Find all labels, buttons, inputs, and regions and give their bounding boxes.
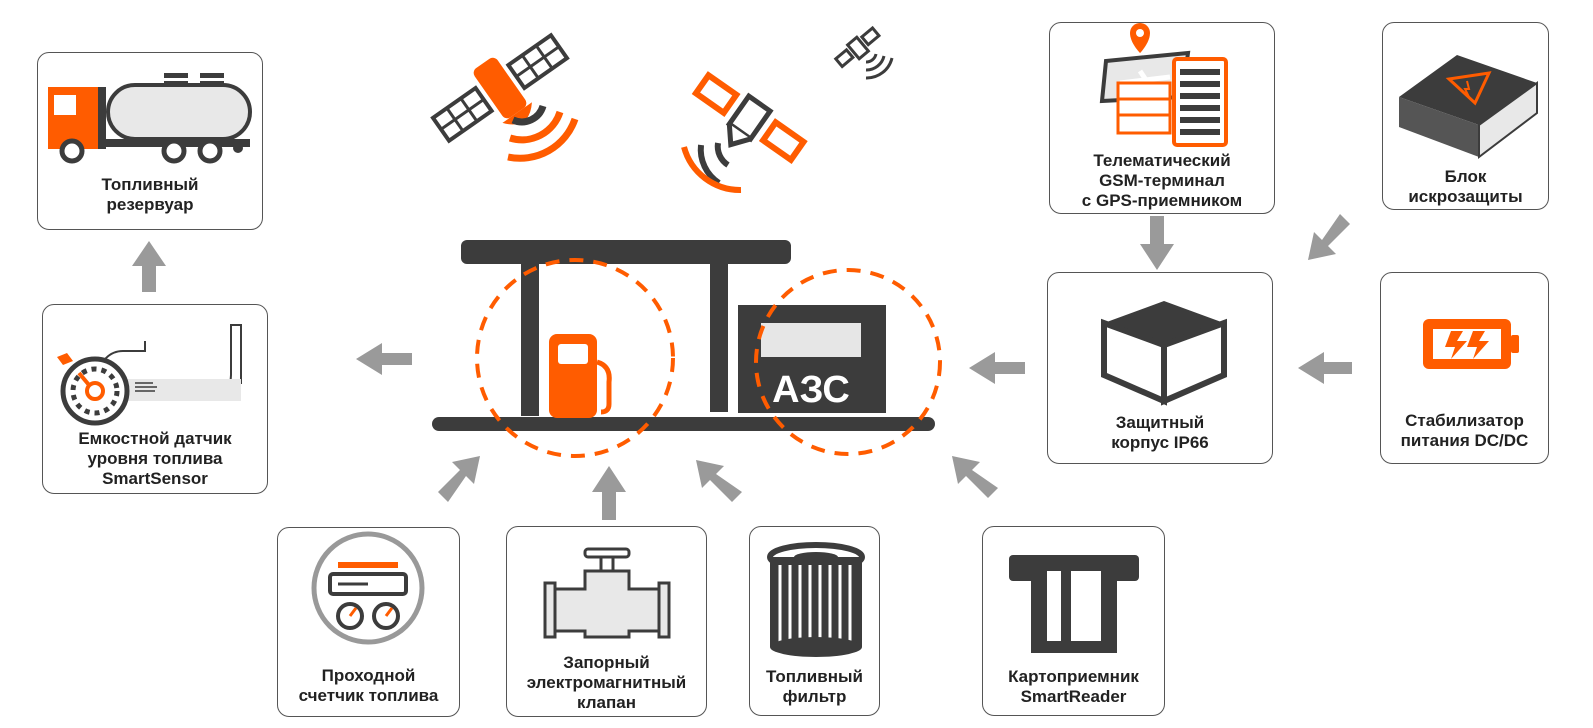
card-label-line: Емкостной датчик [78,429,232,448]
card-label-line: SmartSensor [102,469,208,488]
card-label-line: искрозащиты [1408,187,1523,206]
card-label-line: с GPS-приемником [1081,191,1243,210]
gas-station-icon: АЗС [432,240,942,458]
card-valve: Запорный электромагнитный клапан [506,526,707,717]
arrow-down-left-icon [1308,214,1350,260]
card-label-line: уровня топлива [87,449,223,468]
card-enclosure: Защитный корпус IP66 [1047,272,1273,464]
fuel-filter-icon [767,542,865,657]
card-reader-icon [1009,555,1139,653]
card-label-line: Защитный [1115,413,1205,432]
arrow-left-icon [969,352,1025,384]
flow-arrows [132,214,1352,520]
card-label-line: электромагнитный [526,673,687,692]
card-spark-barrier: Блок искрозащиты [1382,22,1549,210]
satellite-icon [833,25,894,80]
card-level-sensor: Емкостной датчик уровня топлива SmartSen… [42,304,268,494]
card-label-line: Проходной [321,666,416,685]
arrow-up-icon [592,466,626,520]
arrow-up-right-icon [438,456,480,502]
card-label-line: Блок [1444,167,1487,186]
card-flow-meter: Проходной счетчик топлива [277,527,460,717]
flow-meter-icon [311,531,425,645]
card-label-line: Топливный [101,175,199,194]
station-sign: АЗС [772,369,850,411]
satellite-icon [430,32,579,162]
arrow-up-icon [132,241,166,292]
card-label-line: фильтр [782,687,847,706]
card-label-line: Стабилизатор [1405,411,1524,430]
arrow-up-left-icon [696,460,742,502]
card-card-reader: Картоприемник SmartReader [982,526,1165,716]
enclosure-box-icon [1101,301,1227,406]
card-label-line: счетчик топлива [298,686,439,705]
level-sensor-icon [57,324,242,426]
card-stabilizer: Стабилизатор питания DC/DC [1380,272,1549,464]
card-label-line: GSM-терминал [1099,171,1225,190]
card-fuel-filter: Топливный фильтр [749,526,880,716]
battery-icon [1423,319,1519,369]
card-telematic-terminal: Телематический GSM-терминал с GPS-приемн… [1049,22,1275,214]
arrow-left-icon [356,343,412,375]
card-label-line: Топливный [766,667,863,686]
arrow-down-icon [1140,216,1174,270]
spark-barrier-icon [1399,55,1538,160]
card-label-line: Телематический [1093,151,1231,170]
fuel-truck-icon [48,73,252,164]
card-label-line: питания DC/DC [1400,431,1529,450]
card-label-line: Запорный [563,653,650,672]
card-label-line: корпус IP66 [1111,433,1209,452]
card-label-line: резервуар [106,195,194,214]
card-label-line: клапан [577,693,636,712]
satellite-icon [681,71,808,194]
card-fuel-tank: Топливный резервуар [37,52,263,230]
arrow-up-left-icon [952,456,998,498]
card-label-line: Картоприемник [1008,667,1139,686]
card-label-line: SmartReader [1020,687,1127,706]
gps-terminal-icon [1099,23,1228,147]
arrow-left-icon [1298,352,1352,384]
valve-icon [543,547,671,639]
